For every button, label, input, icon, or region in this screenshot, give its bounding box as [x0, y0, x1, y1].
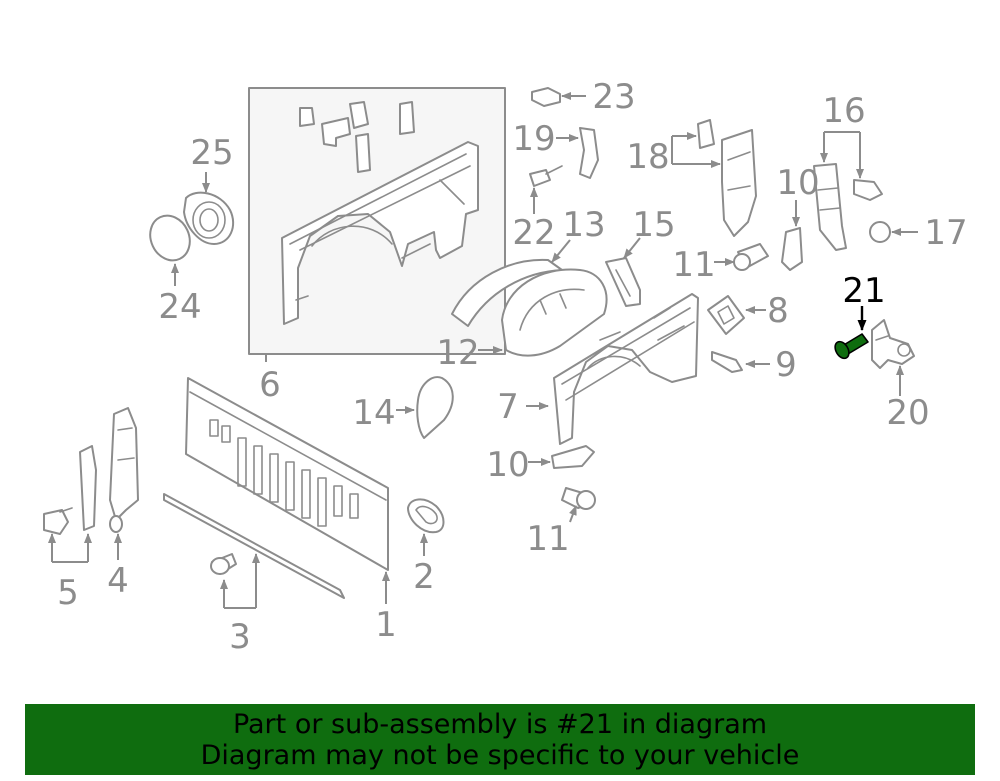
banner-line-2: Diagram may not be specific to your vehi… — [200, 740, 800, 771]
part-1-front-panel — [185, 377, 390, 604]
callout-10-lower: 10 — [486, 445, 529, 485]
part-16-reinforcement — [813, 131, 883, 251]
callout-23: 23 — [592, 77, 635, 117]
part-7-bed-side-panel — [526, 293, 699, 445]
callout-14: 14 — [352, 393, 395, 433]
part-4-corner-bracket — [109, 407, 139, 560]
part-14-wheel-lip — [396, 376, 454, 439]
callout-6: 6 — [259, 365, 281, 405]
front-panel-ribs — [209, 419, 359, 527]
part-5-pillar-and-bolt — [43, 445, 97, 563]
callout-11-lower: 11 — [526, 519, 569, 559]
part-21-bolt-highlighted — [834, 306, 869, 360]
part-2-grommet — [407, 498, 445, 556]
part-17-bolt — [869, 221, 918, 243]
part-22-rivet — [529, 165, 563, 214]
callout-11-upper: 11 — [672, 245, 715, 285]
callout-9: 9 — [775, 345, 797, 385]
part-19-bracket — [556, 127, 599, 179]
part-3-seal-strip — [163, 493, 345, 609]
callout-3: 3 — [229, 617, 251, 657]
callout-10-upper: 10 — [776, 163, 819, 203]
callout-15: 15 — [632, 205, 675, 245]
part-25-fuel-filler-housing — [183, 172, 235, 245]
callout-21: 21 — [842, 271, 885, 311]
part-13-wheelhouse-liner — [451, 239, 571, 327]
callout-24: 24 — [158, 287, 201, 327]
callout-7: 7 — [497, 387, 519, 427]
callout-17: 17 — [924, 213, 967, 253]
part-11-upper-pushpin — [714, 243, 769, 271]
callout-18: 18 — [626, 137, 669, 177]
part-10-upper-bracket — [781, 200, 803, 271]
part-11-lower-pushpin — [561, 487, 596, 523]
part-6-bed-side-inner-panel — [248, 87, 506, 362]
part-15-brace — [605, 237, 641, 307]
part-9-bolt — [711, 351, 770, 373]
callout-20: 20 — [886, 393, 929, 433]
callout-labels: 1 2 3 4 5 6 7 8 9 10 10 11 11 12 13 14 1… — [57, 77, 967, 657]
callout-16: 16 — [822, 91, 865, 131]
part-12-inner-wheelhouse — [478, 268, 608, 357]
callout-25: 25 — [190, 133, 233, 173]
part-24-fuel-door — [149, 214, 191, 286]
banner-line-1: Part or sub-assembly is #21 in diagram — [232, 709, 768, 740]
callout-22: 22 — [512, 213, 555, 253]
callout-12: 12 — [436, 333, 479, 373]
callout-2: 2 — [413, 557, 435, 597]
callout-8: 8 — [767, 291, 789, 331]
info-banner: Part or sub-assembly is #21 in diagram D… — [25, 704, 975, 775]
part-8-access-plate — [707, 295, 766, 335]
part-23-clip — [531, 87, 586, 107]
callout-19: 19 — [512, 119, 555, 159]
part-20-hinge-assembly — [871, 319, 915, 396]
callout-13: 13 — [562, 205, 605, 245]
part-10-lower-bracket — [528, 445, 595, 469]
callout-1: 1 — [375, 605, 397, 645]
callout-4: 4 — [107, 561, 129, 601]
callout-5: 5 — [57, 573, 79, 613]
part-18-corner-bracket — [671, 119, 757, 237]
